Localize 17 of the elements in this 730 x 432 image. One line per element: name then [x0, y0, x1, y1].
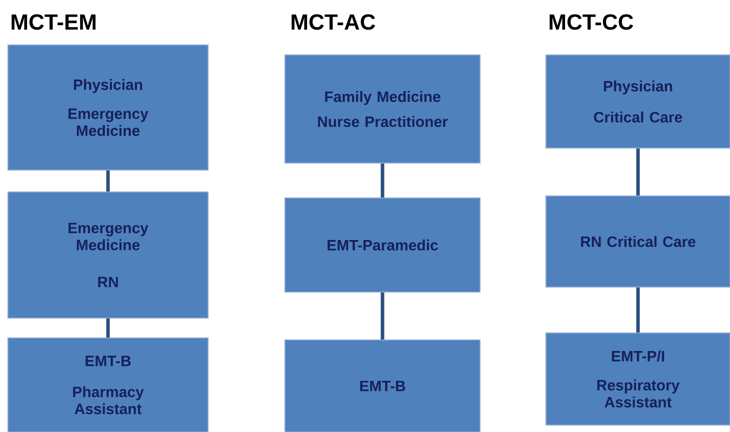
connector-line	[636, 148, 640, 196]
role-box: Physician Emergency Medicine	[8, 44, 208, 170]
role-box: EMT-Paramedic	[284, 198, 480, 292]
connector-line	[636, 288, 640, 332]
role-box: EMT-B	[284, 340, 480, 432]
role-box: Emergency Medicine RN	[8, 192, 208, 318]
role-box: RN Critical Care	[546, 196, 730, 288]
connector-line	[106, 170, 110, 192]
column-heading: MCT-CC	[550, 14, 634, 30]
role-box: EMT-B Pharmacy Assistant	[8, 338, 208, 432]
role-box: Physician Critical Care	[546, 54, 730, 148]
connector-line	[380, 164, 384, 198]
connector-line	[106, 318, 110, 338]
role-box: EMT-P/I Respiratory Assistant	[546, 332, 730, 426]
connector-line	[380, 292, 384, 340]
column-heading: MCT-AC	[292, 14, 376, 30]
role-box: Family Medicine Nurse Practitioner	[284, 54, 480, 164]
